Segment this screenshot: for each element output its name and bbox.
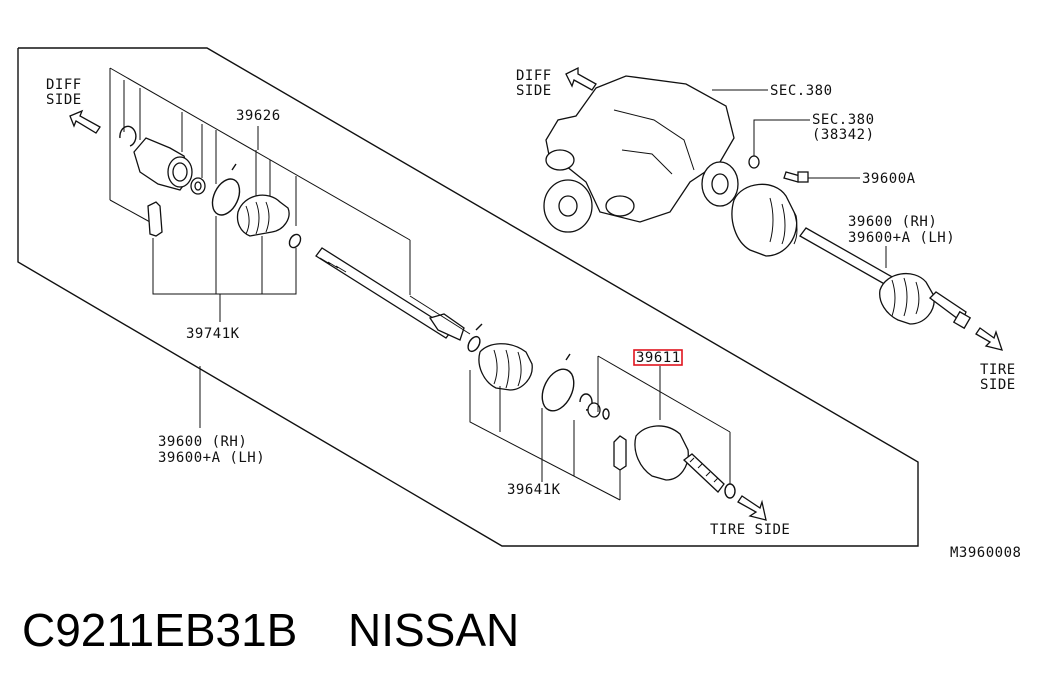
- brand-caption: NISSAN: [348, 604, 519, 656]
- part-label-39741k: 39741K: [186, 326, 240, 342]
- tire-side-right-line2: SIDE: [980, 377, 1016, 393]
- part-label-39641k: 39641K: [507, 482, 561, 498]
- part-highlight-box: [633, 349, 683, 366]
- part-label-39626: 39626: [236, 108, 281, 124]
- tire-side-arrow-bottom: TIRE SIDE: [710, 495, 790, 538]
- part-label-39600a-lh-right: 39600+A (LH): [848, 230, 955, 246]
- part-number-caption: C9211EB31B: [22, 604, 297, 656]
- nut-38342: [748, 119, 810, 169]
- part-label-39600a: 39600A: [862, 171, 916, 187]
- diff-side-label-line2: SIDE: [46, 92, 82, 108]
- differential-housing: [543, 75, 768, 233]
- sec-380-label[interactable]: SEC.380: [770, 83, 833, 99]
- diff-side-arrow-right: DIFF SIDE: [516, 66, 597, 99]
- diff-side-right-line2: SIDE: [516, 83, 552, 99]
- sec-380-label-2[interactable]: SEC.380: [812, 112, 875, 128]
- tire-side-right-line1: TIRE: [980, 362, 1016, 378]
- part-label-39600a-lh: 39600+A (LH): [158, 450, 265, 466]
- sec-380-ref: (38342): [812, 127, 875, 143]
- part-label-39600-rh-right: 39600 (RH): [848, 214, 937, 230]
- diagram-code: M3960008: [950, 545, 1021, 561]
- tire-side-arrow-right: TIRE SIDE: [975, 327, 1016, 393]
- assembled-shaft-right: [731, 183, 972, 330]
- diff-side-label-line1: DIFF: [46, 77, 82, 93]
- part-label-39600-rh: 39600 (RH): [158, 434, 247, 450]
- tire-side-label-bottom: TIRE SIDE: [710, 522, 790, 538]
- diff-side-arrow-left: DIFF SIDE: [46, 77, 101, 134]
- assembly-frame: [17, 47, 919, 547]
- outer-joint-parts: [467, 323, 627, 501]
- bolt-39600a: [783, 171, 860, 183]
- outer-cv-joint: [597, 355, 736, 499]
- diff-side-right-line1: DIFF: [516, 68, 552, 84]
- part-label-39611[interactable]: 39611: [636, 350, 681, 366]
- drive-shaft: [315, 247, 471, 341]
- inner-joint-parts: [109, 67, 411, 322]
